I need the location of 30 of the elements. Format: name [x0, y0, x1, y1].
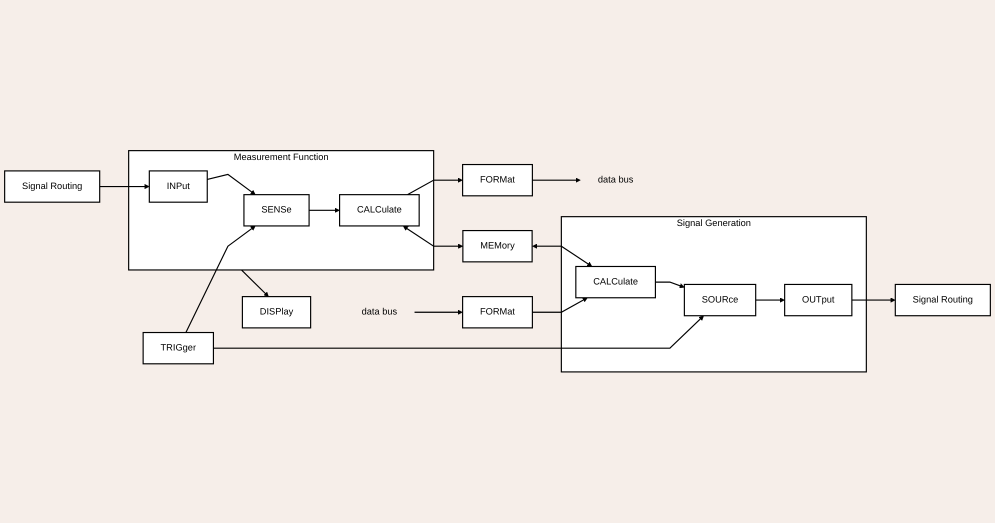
arrow [532, 298, 588, 314]
arrow [414, 310, 463, 316]
arrow [100, 184, 150, 190]
arrow [756, 298, 785, 303]
arrow [402, 226, 464, 249]
node-box: DISPlay [242, 296, 312, 329]
node-box: CALCulate [339, 194, 420, 227]
node-box: INPut [148, 170, 208, 203]
node-box: MEMory [462, 230, 533, 263]
arrow [185, 226, 256, 333]
arrow [241, 270, 269, 298]
arrow [655, 282, 685, 288]
node-box: FORMat [462, 164, 533, 197]
node-box: Signal Routing [894, 284, 991, 317]
node-box: FORMat [462, 296, 533, 329]
node-box: Signal Routing [4, 170, 100, 203]
arrow [852, 298, 896, 303]
arrow [309, 208, 340, 214]
arrow [532, 178, 581, 183]
arrow [207, 174, 256, 196]
node-box: CALCulate [575, 266, 656, 299]
node-box: SENSe [243, 194, 310, 227]
arrow [532, 244, 592, 267]
node-text: data bus [362, 307, 398, 318]
node-text: data bus [598, 175, 634, 186]
node-box: TRIGger [142, 332, 214, 365]
node-box: SOURce [684, 284, 756, 317]
arrow [407, 178, 463, 196]
arrow [213, 316, 704, 349]
node-box: OUTput [784, 284, 852, 317]
